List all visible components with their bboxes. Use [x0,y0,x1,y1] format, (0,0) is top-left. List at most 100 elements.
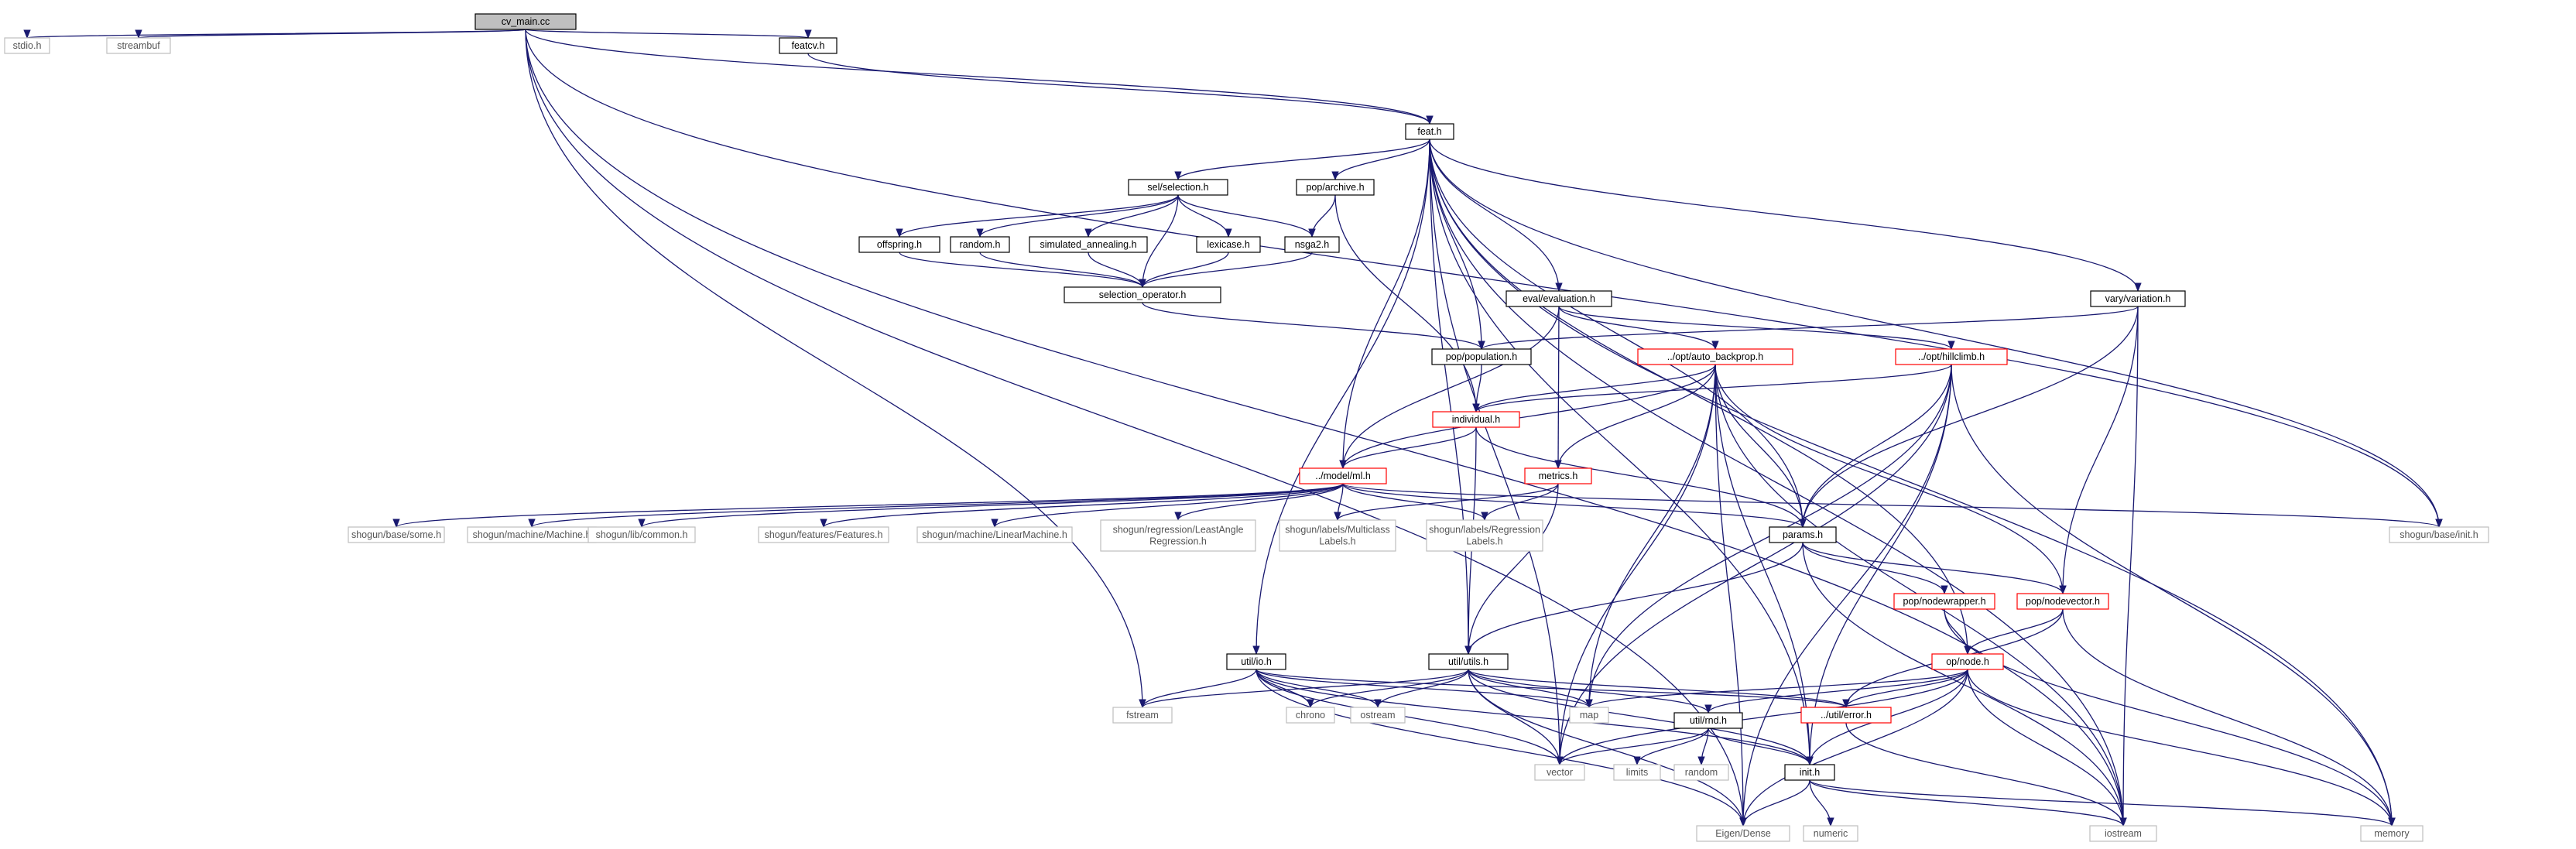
node-init[interactable]: init.h [1784,764,1835,781]
node-label: map [1580,710,1598,721]
edge-hillclimb-to-params [1799,364,1952,529]
edge-io-to-vector [1255,669,1564,766]
edge-hillclimb-to-init [1806,364,1952,766]
node-label: shogun/lib/common.h [596,529,688,540]
edge-utils-to-eigen [1468,669,1747,827]
edge-io-to-eigen [1255,669,1747,827]
edge-selection-to-offspring [896,194,1179,238]
edge-feat-to-sg_init [1429,139,2443,529]
node-map: map [1569,707,1609,724]
node-box [1784,764,1835,781]
edge-ml-to-params [1342,483,1807,529]
node-memory: memory [2360,825,2424,842]
edge-variation-to-params [1799,306,2139,529]
node-variation[interactable]: vary/variation.h [2090,290,2186,307]
node-selop[interactable]: selection_operator.h [1064,286,1221,303]
edge-cv_main-to-featcv [525,29,811,39]
edge-node-to-memory [1967,669,2396,827]
node-box [474,13,577,30]
node-box [1534,764,1585,781]
edge-featcv-to-feat [807,53,1434,125]
node-label: lexicase.h [1207,239,1250,250]
node-box [348,526,445,543]
node-box [779,37,838,54]
node-random_h[interactable]: random.h [950,236,1010,253]
node-selection[interactable]: sel/selection.h [1128,179,1228,196]
node-individual[interactable]: individual.h [1432,411,1520,428]
node-box [1299,467,1387,484]
node-label: shogun/labels/Multiclass [1285,525,1390,536]
edge-selection-to-random_h [976,194,1179,238]
node-sg_features: shogun/features/Features.h [758,526,889,543]
node-label: shogun/regression/LeastAngle [1113,525,1244,536]
node-rnd[interactable]: util/rnd.h [1673,712,1743,729]
node-simann[interactable]: simulated_annealing.h [1029,236,1148,253]
node-box [1524,467,1592,484]
node-label: ../opt/hillclimb.h [1918,351,1985,362]
node-box [4,37,50,54]
node-label: ../opt/auto_backprop.h [1667,351,1763,362]
node-label: Labels.h [1466,536,1502,547]
edge-variation-to-iostream [2119,306,2139,827]
node-metrics[interactable]: metrics.h [1524,467,1592,484]
node-error[interactable]: ../util/error.h [1800,707,1892,724]
edge-nodevector-to-node [1964,608,2064,656]
node-label: nsga2.h [1295,239,1330,250]
node-label: op/node.h [1946,656,1989,667]
edge-individual-to-params [1475,426,1807,529]
node-label: selection_operator.h [1099,289,1187,300]
node-ml[interactable]: ../model/ml.h [1299,467,1387,484]
node-archive[interactable]: pop/archive.h [1296,179,1375,196]
edge-feat-to-params [1429,139,1807,529]
edge-metrics-to-sg_mcl [1334,483,1559,522]
node-featcv[interactable]: featcv.h [779,37,838,54]
node-box [1029,236,1148,253]
node-box [1431,348,1532,365]
node-utils[interactable]: util/utils.h [1428,653,1509,670]
node-nsga2[interactable]: nsga2.h [1284,236,1340,253]
node-label: metrics.h [1539,471,1578,481]
edge-metrics-to-sg_regl [1481,483,1559,522]
node-sg_common: shogun/lib/common.h [587,526,696,543]
edge-feat-to-memory [1429,139,2396,827]
edge-cv_main-to-feat [525,29,1434,125]
node-io[interactable]: util/io.h [1226,653,1286,670]
node-random_std: random [1673,764,1729,781]
node-feat[interactable]: feat.h [1405,123,1454,140]
node-box [1196,236,1261,253]
node-lexicase[interactable]: lexicase.h [1196,236,1261,253]
node-label: stdio.h [13,40,42,51]
edge-utils-to-fstream [1139,669,1469,709]
edge-autobackprop-to-individual [1472,364,1716,413]
node-label: individual.h [1452,414,1501,425]
node-box [1800,707,1892,724]
edge-archive-to-nsga2 [1308,194,1336,238]
node-label: fstream [1126,710,1159,721]
node-nodevector[interactable]: pop/nodevector.h [2016,593,2109,610]
node-population[interactable]: pop/population.h [1431,348,1532,365]
edge-selop-to-population [1142,302,1485,351]
node-box [1613,764,1661,781]
node-label: pop/nodewrapper.h [1903,596,1985,607]
node-autobackprop[interactable]: ../opt/auto_backprop.h [1637,348,1793,365]
node-evaluation[interactable]: eval/evaluation.h [1506,290,1612,307]
node-box [2089,825,2157,842]
node-cv_main[interactable]: cv_main.cc [474,13,577,30]
node-params[interactable]: params.h [1769,526,1837,543]
node-offspring[interactable]: offspring.h [858,236,940,253]
edge-node-to-iostream [1967,669,2127,827]
edge-autobackprop-to-params [1714,364,1807,529]
node-label: init.h [1800,767,1820,778]
node-node[interactable]: op/node.h [1931,653,2004,670]
edge-ml-to-sg_init [1342,483,2443,529]
node-label: util/io.h [1241,656,1272,667]
edge-individual-to-ml [1339,426,1477,470]
edge-selection-to-selop [1139,194,1179,289]
node-nodewrapper[interactable]: pop/nodewrapper.h [1893,593,1995,610]
node-box [1064,286,1221,303]
node-hillclimb[interactable]: ../opt/hillclimb.h [1895,348,2008,365]
node-label: chrono [1296,710,1325,721]
node-label: eval/evaluation.h [1523,293,1595,304]
